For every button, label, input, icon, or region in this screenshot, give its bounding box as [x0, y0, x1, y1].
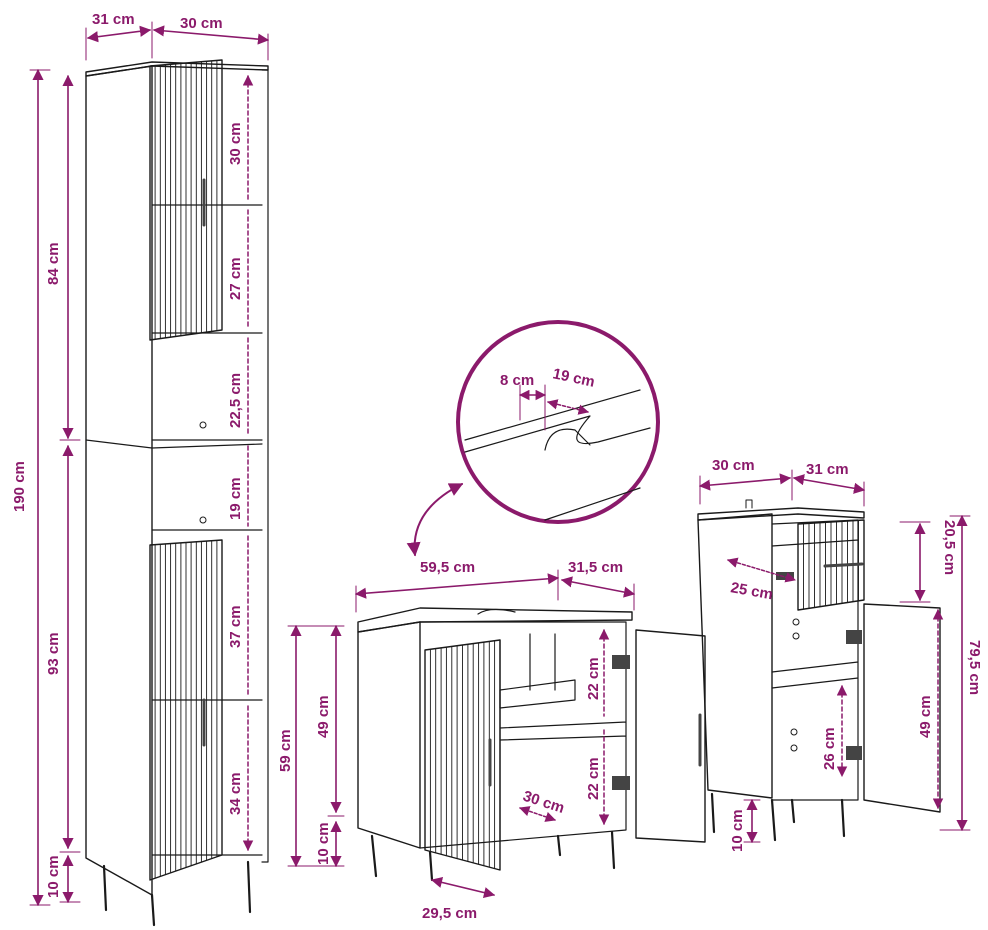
- cutout-detail: [406, 320, 660, 557]
- cutout-width-label: 19 cm: [551, 365, 596, 390]
- small-width-label: 30 cm: [712, 457, 755, 474]
- tall-cabinet-labels: 31 cm 30 cm 190 cm 84 cm 93 cm 10 cm 30 …: [11, 11, 244, 898]
- small-cabinet-dimensions: [698, 469, 971, 844]
- sink-width-label: 59,5 cm: [420, 559, 475, 576]
- sink-cabinet-legs: [370, 830, 616, 882]
- tall-leg-height-label: 10 cm: [45, 855, 62, 898]
- tall-upper-height-label: 84 cm: [45, 242, 62, 285]
- tall-depth-label: 31 cm: [92, 11, 135, 28]
- tall-shelf-2-label: 27 cm: [227, 257, 244, 300]
- sink-inner-height-label: 49 cm: [315, 695, 332, 738]
- tall-lower-height-label: 93 cm: [45, 632, 62, 675]
- sink-cabinet: [357, 607, 706, 882]
- tall-shelf-4-label: 19 cm: [227, 477, 244, 520]
- sink-lower-compartment-label: 22 cm: [585, 757, 602, 800]
- tall-shelf-6-label: 34 cm: [227, 772, 244, 815]
- tall-width-label: 30 cm: [180, 15, 223, 32]
- small-drawer-depth-label: 25 cm: [729, 579, 774, 603]
- tall-shelf-3-label: 22,5 cm: [227, 373, 244, 428]
- small-leg-height-label: 10 cm: [729, 809, 746, 852]
- small-cabinet-legs: [710, 792, 846, 842]
- small-cabinet: [697, 499, 941, 842]
- tall-cabinet-lower-door: [149, 539, 223, 881]
- small-total-height-label: 79,5 cm: [966, 640, 983, 695]
- sink-upper-compartment-label: 22 cm: [585, 657, 602, 700]
- sink-depth-label: 31,5 cm: [568, 559, 623, 576]
- tall-cabinet: [85, 59, 269, 927]
- sink-leg-height-label: 10 cm: [315, 822, 332, 865]
- cutout-depth-label: 8 cm: [500, 372, 534, 389]
- small-depth-label: 31 cm: [806, 461, 849, 478]
- small-compartment-height-label: 49 cm: [917, 695, 934, 738]
- tall-shelf-5-label: 37 cm: [227, 605, 244, 648]
- sink-shelf-depth-label: 30 cm: [521, 788, 567, 817]
- tall-cabinet-dimensions: [29, 21, 270, 907]
- sink-cabinet-dimensions: [287, 569, 636, 899]
- small-lower-compartment-label: 26 cm: [821, 727, 838, 770]
- tall-cabinet-legs: [102, 860, 252, 927]
- sink-height-label: 59 cm: [277, 729, 294, 772]
- small-drawer-height-label: 20,5 cm: [941, 520, 958, 575]
- tall-total-height-label: 190 cm: [11, 461, 28, 512]
- sink-door-width-label: 29,5 cm: [422, 905, 477, 922]
- tall-cabinet-upper-door: [149, 59, 223, 341]
- tall-shelf-1-label: 30 cm: [227, 122, 244, 165]
